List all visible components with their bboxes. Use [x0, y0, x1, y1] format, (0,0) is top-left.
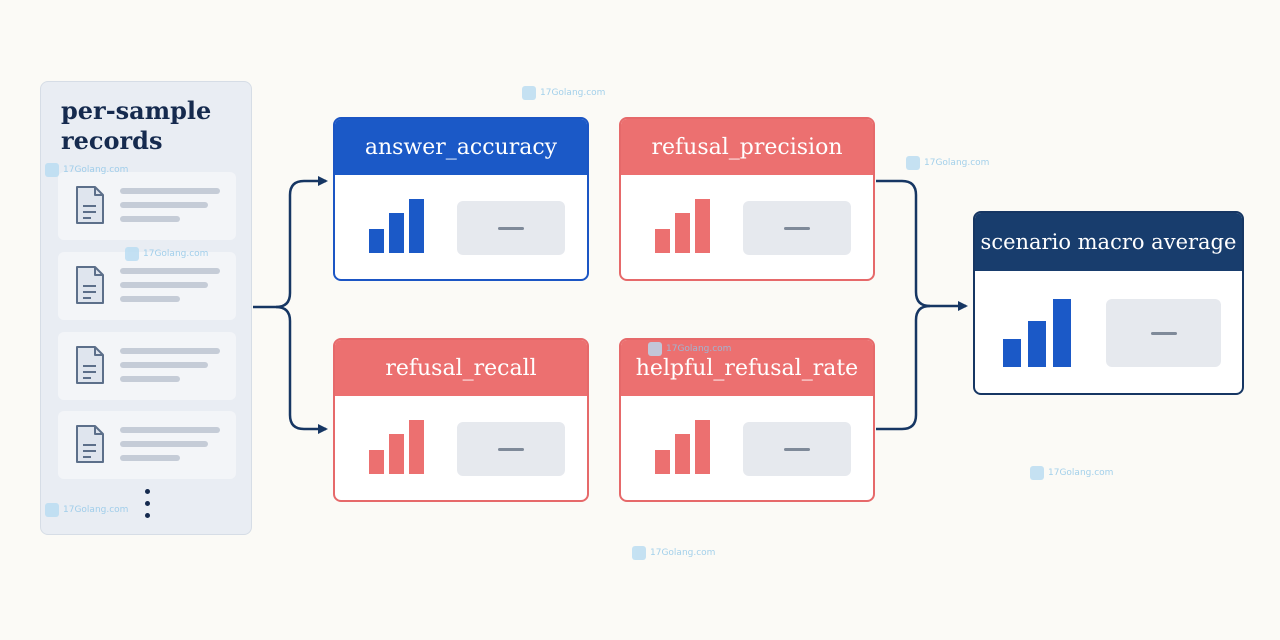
watermark: 17Golang.com: [906, 156, 989, 170]
dash-icon: [498, 226, 524, 230]
bar-chart-icon: [369, 420, 424, 474]
document-icon: [76, 186, 104, 224]
connector-top-to-scenario: [876, 179, 968, 311]
metric-title: answer_accuracy: [335, 119, 587, 175]
watermark-logo-icon: [632, 546, 646, 560]
connector-records-to-top: [253, 176, 328, 309]
watermark: 17Golang.com: [45, 503, 128, 517]
bar-chart-icon: [655, 420, 710, 474]
dash-icon: [784, 447, 810, 451]
watermark-logo-icon: [522, 86, 536, 100]
watermark-logo-icon: [906, 156, 920, 170]
bar-chart-icon: [655, 199, 710, 253]
watermark-logo-icon: [1030, 466, 1044, 480]
vertical-ellipsis-icon: [142, 489, 152, 523]
records-panel: per-sample records: [40, 81, 252, 535]
dash-icon: [498, 447, 524, 451]
scenario-title: scenario macro average: [975, 213, 1242, 271]
record-card: [58, 332, 236, 400]
metric-value-placeholder: [743, 422, 851, 476]
scenario-value-placeholder: [1106, 299, 1221, 367]
document-icon: [76, 266, 104, 304]
metric-title: refusal_precision: [621, 119, 873, 175]
watermark: 17Golang.com: [125, 247, 208, 261]
watermark: 17Golang.com: [522, 86, 605, 100]
record-card: [58, 411, 236, 479]
metric-card-refusal-precision: refusal_precision: [619, 117, 875, 281]
watermark: 17Golang.com: [632, 546, 715, 560]
metric-value-placeholder: [457, 422, 565, 476]
dash-icon: [1150, 331, 1177, 335]
watermark-logo-icon: [45, 163, 59, 177]
metric-card-helpful-refusal-rate: helpful_refusal_rate: [619, 338, 875, 502]
watermark-logo-icon: [125, 247, 139, 261]
metric-card-refusal-recall: refusal_recall: [333, 338, 589, 502]
watermark: 17Golang.com: [45, 163, 128, 177]
metric-value-placeholder: [743, 201, 851, 255]
connector-bottom-to-scenario: [876, 304, 931, 431]
watermark: 17Golang.com: [648, 342, 731, 356]
bar-chart-icon: [1003, 299, 1071, 367]
records-title: per-sample records: [61, 96, 212, 155]
connector-records-to-bottom: [275, 305, 328, 434]
metric-title: helpful_refusal_rate: [621, 340, 873, 396]
dash-icon: [784, 226, 810, 230]
scenario-card: scenario macro average: [973, 211, 1244, 395]
metric-card-answer-accuracy: answer_accuracy: [333, 117, 589, 281]
watermark-logo-icon: [45, 503, 59, 517]
metric-value-placeholder: [457, 201, 565, 255]
watermark-logo-icon: [648, 342, 662, 356]
document-icon: [76, 425, 104, 463]
document-icon: [76, 346, 104, 384]
record-card: [58, 252, 236, 320]
record-card: [58, 172, 236, 240]
bar-chart-icon: [369, 199, 424, 253]
watermark: 17Golang.com: [1030, 466, 1113, 480]
metric-title: refusal_recall: [335, 340, 587, 396]
